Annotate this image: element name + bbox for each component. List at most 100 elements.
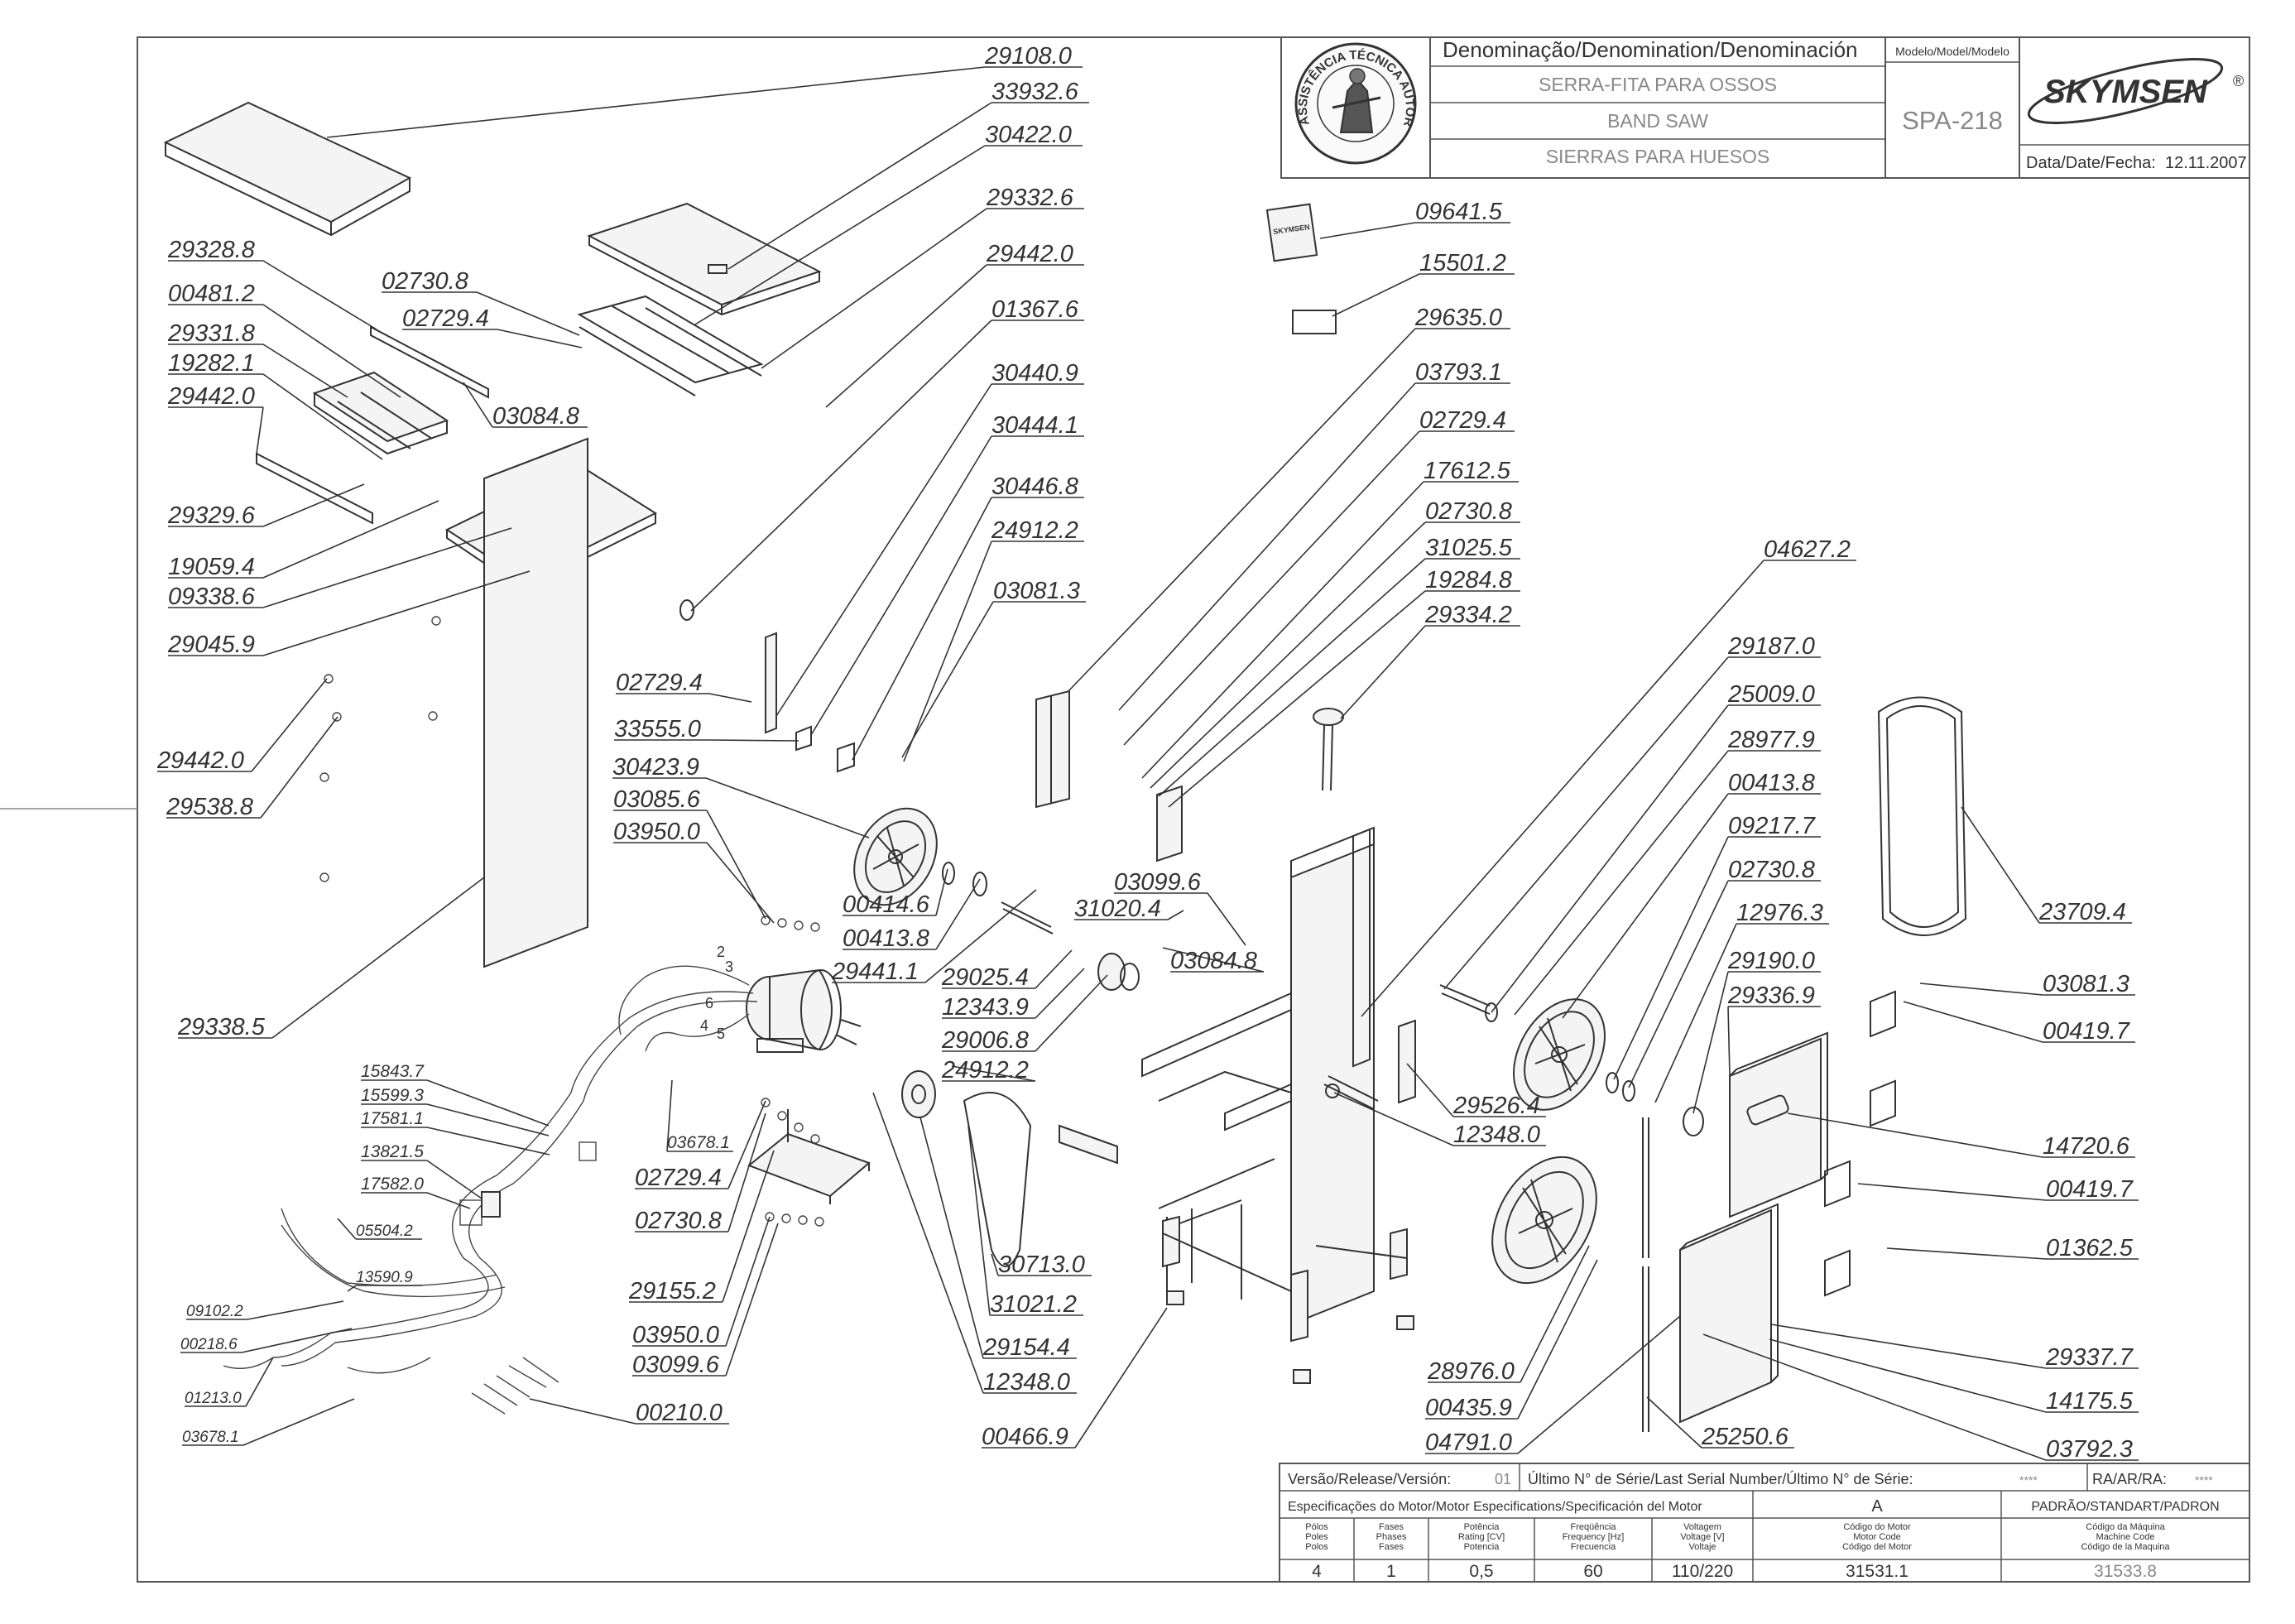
svg-text:Código de la Maquina: Código de la Maquina [2081, 1542, 2170, 1552]
part-number-label: 29045.9 [167, 632, 255, 658]
leader-line [1443, 656, 1729, 990]
leader-line [1141, 481, 1424, 779]
guide-rails-30422 [577, 295, 764, 396]
wire-number-6: 6 [705, 995, 713, 1011]
part-number-label: 09641.5 [1415, 199, 1503, 225]
part-number-label: 19059.4 [168, 554, 255, 580]
poles-value: 4 [1312, 1562, 1322, 1581]
leader-line [1162, 947, 1265, 973]
machine-code-value: 31533.8 [2094, 1562, 2157, 1581]
svg-text:Pólos: Pólos [1305, 1522, 1328, 1532]
part-number-label: 00466.9 [982, 1424, 1068, 1450]
spec-col-motor-code: Código do Motor Motor Code Código del Mo… [1842, 1522, 1912, 1581]
guide-rod-12348 [1642, 1117, 1649, 1258]
part-number-label: 30444.1 [991, 412, 1078, 439]
part-number-label: 17612.5 [1424, 458, 1511, 484]
leader-line [326, 66, 986, 138]
part-number-label: 15501.2 [1419, 250, 1506, 276]
ra-label: RA/AR/RA: [2092, 1471, 2167, 1487]
column-29526 [1398, 1019, 1416, 1104]
leader-line [426, 1192, 471, 1209]
leader-line [901, 601, 994, 758]
tray-29331 [312, 371, 449, 443]
leader-line [260, 716, 338, 819]
part-number-label: 29190.0 [1727, 948, 1815, 974]
part-number-label: 09217.7 [1728, 813, 1817, 839]
part-number-label: 29332.6 [986, 185, 1074, 211]
table-plate-33932 [587, 202, 822, 306]
leader-line [1517, 1259, 1598, 1420]
saw-blade-23709 [1877, 696, 1967, 936]
leader-line [810, 435, 992, 736]
bearing-00414 [942, 862, 955, 885]
svg-text:Código del Motor: Código del Motor [1842, 1542, 1912, 1552]
leader-line [924, 889, 1037, 983]
leader-line [761, 208, 987, 369]
standard-header: PADRÃO/STANDART/PADRON [2031, 1497, 2219, 1514]
leader-line [1520, 1245, 1590, 1383]
leader-line [951, 1065, 1036, 1082]
part-number-label: 30423.9 [612, 754, 699, 781]
knob-01367 [679, 599, 694, 621]
leader-line [1857, 1183, 2047, 1201]
part-number-label: 29336.9 [1727, 983, 1815, 1009]
part-number-label: 28977.9 [1727, 727, 1815, 753]
part-number-label: 29108.0 [984, 43, 1072, 70]
motor-spec-header: Especificações do Motor/Motor Especifica… [1288, 1500, 1702, 1514]
part-number-label: 25009.0 [1727, 681, 1815, 708]
guard-29635 [1035, 689, 1070, 809]
part-number-label: 12348.0 [983, 1369, 1070, 1396]
brand-name: SKYMSEN [2043, 74, 2208, 110]
leader-line [705, 777, 870, 838]
label-plate-15501 [1292, 310, 1337, 334]
part-number-label: 12343.9 [942, 994, 1029, 1021]
wire-number-2: 2 [717, 944, 725, 960]
leader-line [1332, 273, 1420, 317]
part-number-label: 09338.6 [168, 584, 256, 610]
upper-wheel-30423 [853, 807, 938, 906]
part-number-label: 14720.6 [2043, 1133, 2130, 1160]
leader-line [262, 570, 531, 656]
part-number-label: 02730.8 [1425, 498, 1512, 525]
leader-line [1654, 923, 1737, 1103]
leader-line [991, 1253, 999, 1276]
part-number-label: 29154.4 [982, 1334, 1070, 1361]
leader-line [242, 1398, 355, 1446]
rating-value: 0,5 [1469, 1562, 1493, 1581]
part-number-label: 03792.3 [2046, 1436, 2133, 1463]
leader-line [725, 1216, 771, 1347]
part-number-label: 12976.3 [1736, 900, 1823, 926]
spec-col-machine-code: Código da Máquina Machine Code Código de… [2081, 1522, 2170, 1581]
part-number-label: 14175.5 [2046, 1388, 2134, 1415]
leader-line [690, 320, 992, 612]
version-value: 01 [1495, 1471, 1511, 1487]
leader-line [727, 1112, 766, 1232]
wire-number-4: 4 [700, 1017, 708, 1034]
part-number-label: 17582.0 [361, 1175, 424, 1194]
leader-line [903, 541, 992, 762]
leader-line [1035, 949, 1073, 989]
part-number-label: 04627.2 [1764, 536, 1851, 563]
skymsen-logo: SKYMSEN ® [2027, 58, 2244, 124]
tension-knob-29187 [1313, 708, 1344, 791]
leader-line [262, 304, 401, 398]
serial-value: **** [2019, 1473, 2038, 1487]
hinge-12348 [1323, 1075, 1379, 1110]
part-number-label: 03950.0 [632, 1322, 719, 1348]
part-number-label: 31021.2 [990, 1291, 1077, 1318]
spec-col-poles: Pólos Poles Polos 4 [1305, 1522, 1328, 1581]
rod-25250 [1642, 1266, 1649, 1432]
leader-line [247, 1300, 344, 1320]
svg-text:Fases: Fases [1379, 1542, 1404, 1552]
leader-line [251, 678, 328, 772]
part-number-label: 12348.0 [1453, 1122, 1540, 1148]
part-number-label: 29187.0 [1727, 633, 1815, 660]
part-number-label: 00414.6 [843, 891, 930, 918]
part-number-label: 09102.2 [186, 1303, 243, 1320]
leader-line [935, 868, 948, 916]
part-number-label: 03084.8 [1170, 948, 1257, 974]
part-number-label: 01362.5 [2046, 1235, 2134, 1261]
frequency-value: 60 [1583, 1562, 1602, 1581]
leader-line [262, 483, 365, 527]
motor-spec-table: Versão/Release/Versión: 01 Último N° de … [1279, 1463, 2250, 1583]
